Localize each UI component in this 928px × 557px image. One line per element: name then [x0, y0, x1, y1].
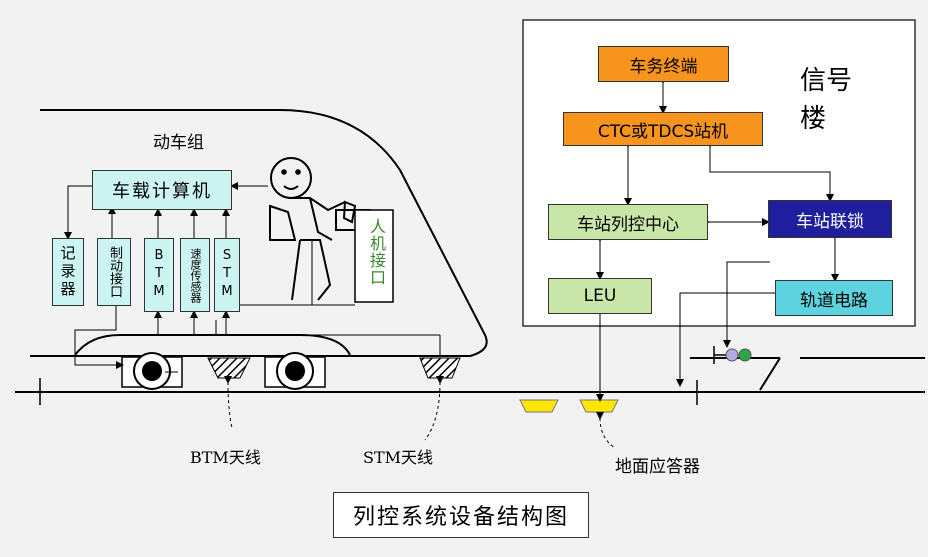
balise-1	[519, 399, 559, 413]
bogie-outline	[74, 334, 351, 356]
train-body-outline	[30, 109, 488, 357]
train-label: 动车组	[153, 133, 204, 153]
leu-box: LEU	[548, 278, 652, 314]
btm-antenna-label: BTM天线	[190, 448, 261, 467]
stm-antenna-label: STM天线	[363, 448, 434, 467]
signal-light-purple	[725, 348, 739, 362]
ctc-box: CTC或TDCS站机	[563, 112, 763, 146]
hmi-label: 人机接口	[367, 218, 386, 286]
interlocking-box: 车站联锁	[768, 200, 892, 238]
speed-sensor-box: 速度传感器	[180, 238, 210, 312]
balise-2	[579, 399, 619, 413]
brake-interface-box: 制动接口	[97, 238, 131, 306]
track-circuit-box: 轨道电路	[775, 280, 893, 316]
stm-antenna-shape	[419, 357, 461, 379]
btm-antenna-shape	[207, 357, 251, 379]
onboard-computer-box: 车载计算机	[92, 170, 232, 210]
wheel-1	[121, 352, 183, 390]
btm-box: BTM	[144, 238, 174, 312]
terminal-box: 车务终端	[598, 46, 729, 82]
signal-building-label: 信号楼	[800, 66, 853, 134]
balise-label: 地面应答器	[615, 457, 700, 477]
signal-light-green	[738, 348, 752, 362]
diagram-title: 列控系统设备结构图	[333, 492, 589, 538]
wheel-2	[264, 352, 326, 390]
control-center-box: 车站列控中心	[548, 204, 708, 240]
recorder-box: 记录器	[52, 238, 84, 306]
stm-box: STM	[214, 238, 240, 312]
hmi-panel	[354, 209, 394, 303]
